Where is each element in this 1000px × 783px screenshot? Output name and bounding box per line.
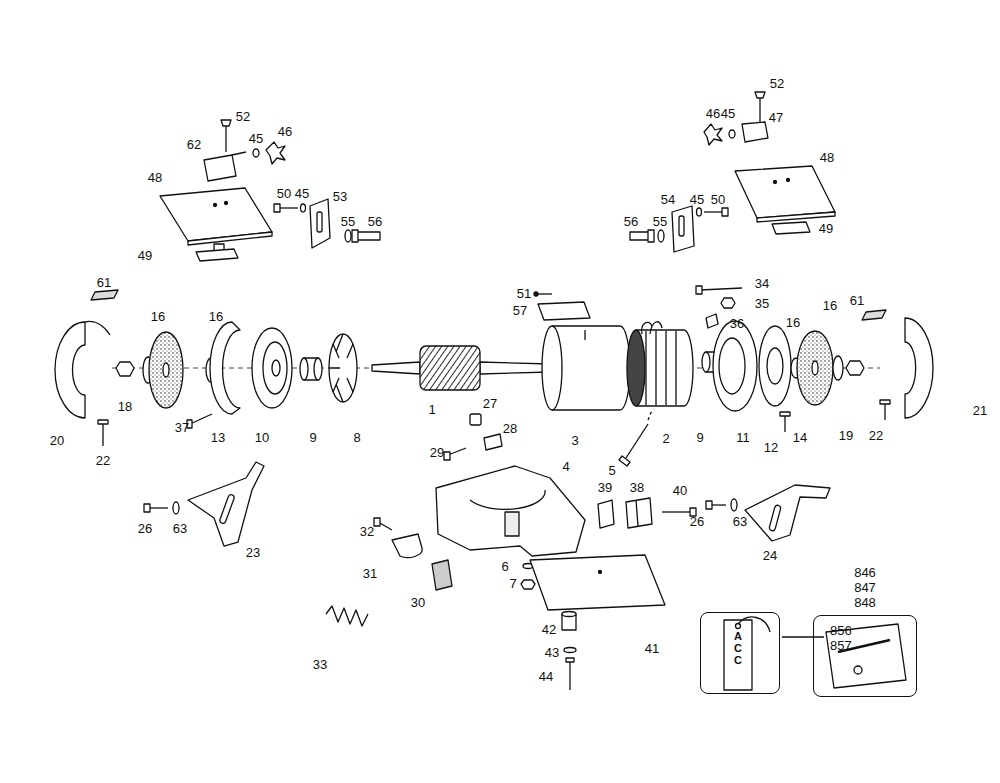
callout-number: 50 bbox=[276, 186, 292, 201]
callout-number: 7 bbox=[508, 576, 517, 591]
callout-number: 53 bbox=[332, 189, 348, 204]
callout-number: 33 bbox=[312, 657, 328, 672]
callout-number: 50 bbox=[710, 192, 726, 207]
callout-number: 24 bbox=[762, 548, 778, 563]
callout-number: 20 bbox=[49, 433, 65, 448]
callout-number: 18 bbox=[117, 399, 133, 414]
callout-number: 48 bbox=[147, 170, 163, 185]
callout-number: 45 bbox=[720, 106, 736, 121]
callout-number: 11 bbox=[735, 430, 751, 445]
callout-number: 49 bbox=[818, 221, 834, 236]
callout-number: 30 bbox=[410, 595, 426, 610]
callout-number: 5 bbox=[607, 463, 616, 478]
callout-number: 46 bbox=[277, 124, 293, 139]
callout-number: 61 bbox=[849, 293, 865, 308]
callout-number: 56 bbox=[623, 214, 639, 229]
callout-number: 40 bbox=[672, 483, 688, 498]
callout-number: 56 bbox=[367, 214, 383, 229]
callout-number: 28 bbox=[502, 421, 518, 436]
callout-number: 34 bbox=[754, 276, 770, 291]
inset-frame bbox=[813, 615, 917, 697]
callout-number: 22 bbox=[868, 428, 884, 443]
callout-number: 62 bbox=[186, 137, 202, 152]
callout-number: 13 bbox=[210, 430, 226, 445]
callout-number: 48 bbox=[819, 150, 835, 165]
callout-number: 54 bbox=[660, 192, 676, 207]
callout-number: 52 bbox=[769, 76, 785, 91]
callout-number: 2 bbox=[661, 431, 670, 446]
callout-number: 6 bbox=[500, 559, 509, 574]
part-number: 856 857 bbox=[830, 624, 852, 654]
callout-number: 12 bbox=[763, 440, 779, 455]
callout-number: 39 bbox=[597, 480, 613, 495]
callout-number: 63 bbox=[172, 521, 188, 536]
inset-box: 846 847 848 bbox=[813, 566, 917, 697]
callout-number: 26 bbox=[137, 521, 153, 536]
callout-number: 51 bbox=[516, 286, 532, 301]
callout-number: 27 bbox=[482, 396, 498, 411]
callout-number: 43 bbox=[544, 645, 560, 660]
callout-number: 32 bbox=[359, 524, 375, 539]
callout-number: 10 bbox=[254, 430, 270, 445]
callout-number: 22 bbox=[95, 453, 111, 468]
callout-number: 16 bbox=[785, 315, 801, 330]
callout-number: 21 bbox=[972, 403, 988, 418]
callout-number: 16 bbox=[150, 309, 166, 324]
callout-number: 37 bbox=[174, 420, 190, 435]
callout-number: 38 bbox=[629, 480, 645, 495]
callout-number: 16 bbox=[822, 298, 838, 313]
callout-number: 1 bbox=[427, 402, 436, 417]
callout-number: 55 bbox=[652, 214, 668, 229]
callout-number: 45 bbox=[248, 131, 264, 146]
callout-number: 41 bbox=[644, 641, 660, 656]
callout-number: 47 bbox=[768, 110, 784, 125]
callout-number: 19 bbox=[838, 428, 854, 443]
callout-number: 52 bbox=[235, 109, 251, 124]
callout-number: 45 bbox=[294, 186, 310, 201]
callout-number: 29 bbox=[429, 445, 445, 460]
callout-number: 49 bbox=[137, 248, 153, 263]
callout-number: 46 bbox=[705, 106, 721, 121]
callout-number: 45 bbox=[689, 192, 705, 207]
callout-number: 63 bbox=[732, 514, 748, 529]
callout-number: 31 bbox=[362, 566, 378, 581]
callout-number: 9 bbox=[695, 430, 704, 445]
callout-number: 3 bbox=[570, 433, 579, 448]
callout-number: 36 bbox=[729, 316, 745, 331]
callout-number: 61 bbox=[96, 275, 112, 290]
inset-box: ACC 856 857 bbox=[700, 612, 860, 694]
callout-number: 14 bbox=[792, 430, 808, 445]
callout-number: 55 bbox=[340, 214, 356, 229]
callout-number: 57 bbox=[512, 303, 528, 318]
tag-text: ACC bbox=[733, 630, 744, 666]
callout-number: 4 bbox=[561, 459, 570, 474]
callout-number: 26 bbox=[689, 514, 705, 529]
callout-number: 8 bbox=[352, 430, 361, 445]
callout-number: 23 bbox=[245, 545, 261, 560]
part-number: 846 847 848 bbox=[854, 566, 876, 611]
callout-number: 44 bbox=[538, 669, 554, 684]
callout-number: 16 bbox=[208, 309, 224, 324]
callout-number: 42 bbox=[541, 622, 557, 637]
callout-number: 9 bbox=[308, 430, 317, 445]
callout-number: 35 bbox=[754, 296, 770, 311]
